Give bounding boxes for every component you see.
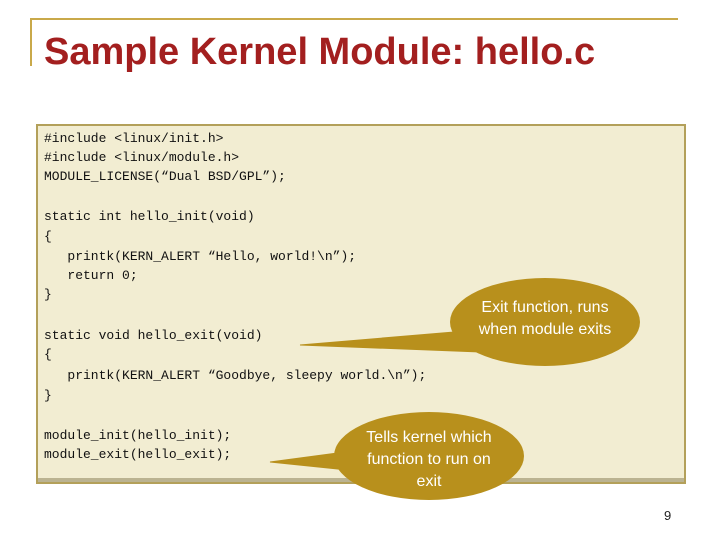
exit-callout-line-1: Exit function, runs [481, 299, 609, 316]
code-line-14: } [44, 388, 52, 403]
exit-callout-line-2: when module exits [478, 321, 612, 338]
init-callout-line-3: exit [416, 473, 442, 490]
init-callout-line-2: function to run on [367, 451, 491, 468]
code-line-12: { [44, 347, 52, 362]
code-line-6: { [44, 229, 52, 244]
init-callout-text: Tells kernel which function to run on ex… [334, 427, 524, 493]
code-line-1: #include <linux/init.h> [44, 131, 224, 146]
code-line-13: printk(KERN_ALERT “Goodbye, sleepy world… [44, 368, 427, 383]
code-line-17: module_exit(hello_exit); [44, 447, 232, 462]
init-callout-line-1: Tells kernel which [366, 429, 492, 446]
page-number: 9 [664, 508, 672, 523]
code-line-11: static void hello_exit(void) [44, 328, 263, 343]
code-line-7: printk(KERN_ALERT “Hello, world!\n”); [44, 249, 357, 264]
init-callout-bubble [269, 412, 524, 500]
code-line-2: #include <linux/module.h> [44, 150, 240, 165]
code-line-5: static int hello_init(void) [44, 209, 255, 224]
code-line-16: module_init(hello_init); [44, 428, 232, 443]
page-title: Sample Kernel Module: hello.c [44, 31, 596, 73]
code-line-3: MODULE_LICENSE(“Dual BSD/GPL”); [44, 169, 286, 184]
code-line-9: } [44, 287, 52, 302]
exit-callout-bubble [299, 278, 640, 366]
exit-callout-text: Exit function, runs when module exits [450, 297, 640, 341]
code-line-8: return 0; [44, 268, 138, 283]
title-frame-top [30, 18, 678, 20]
title-frame-left [30, 18, 32, 66]
